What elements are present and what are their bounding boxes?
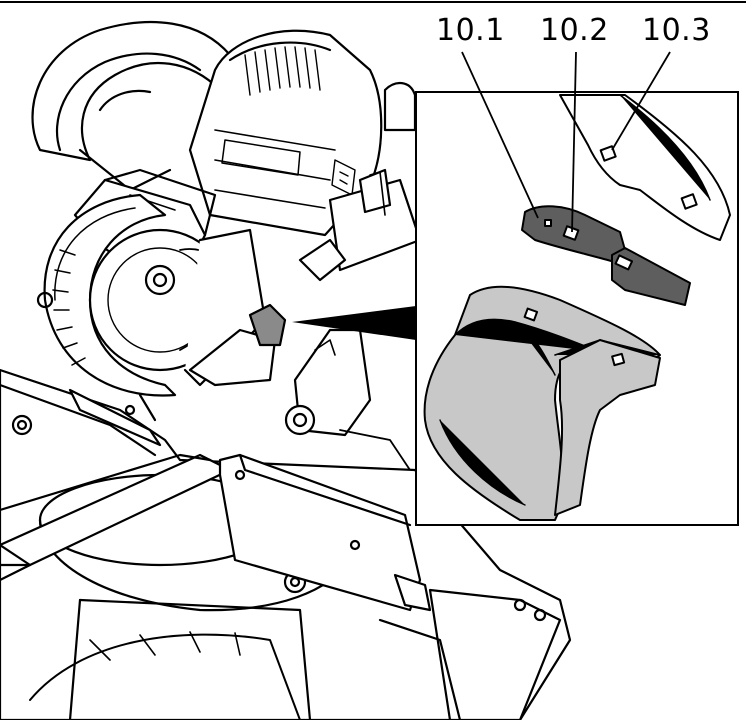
callout-label-10-2: 10.2	[540, 13, 609, 48]
pointer-wedge	[292, 306, 416, 340]
leader-10-3	[611, 51, 671, 151]
callout-leaders	[461, 51, 671, 233]
callout-label-10-3: 10.3	[642, 13, 711, 48]
dust-port	[248, 303, 287, 347]
callout-label-10-1: 10.1	[436, 13, 505, 48]
leader-10-1	[461, 51, 539, 219]
leader-10-2	[571, 51, 577, 233]
chute-flap	[554, 339, 661, 516]
saw-body	[0, 21, 572, 720]
inset-parts	[423, 94, 731, 521]
